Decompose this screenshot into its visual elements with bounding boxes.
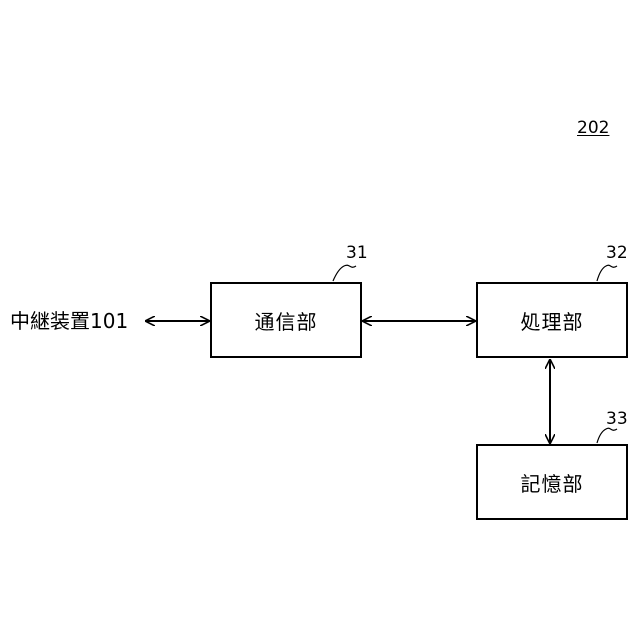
figure-reference-number: 202: [577, 119, 609, 137]
communication-unit-block: 通信部: [210, 282, 362, 358]
processing-unit-label: 処理部: [521, 306, 584, 335]
relay-device-label: 中継装置101: [10, 310, 128, 332]
communication-unit-ref: 31: [346, 244, 368, 262]
storage-unit-ref: 33: [606, 410, 628, 428]
processing-unit-block: 処理部: [476, 282, 628, 358]
leader-line-31: [333, 265, 356, 281]
processing-unit-ref: 32: [606, 244, 628, 262]
leader-line-32: [597, 265, 617, 281]
storage-unit-label: 記憶部: [521, 468, 584, 497]
storage-unit-block: 記憶部: [476, 444, 628, 520]
leader-line-33: [597, 428, 617, 443]
communication-unit-label: 通信部: [255, 306, 318, 335]
